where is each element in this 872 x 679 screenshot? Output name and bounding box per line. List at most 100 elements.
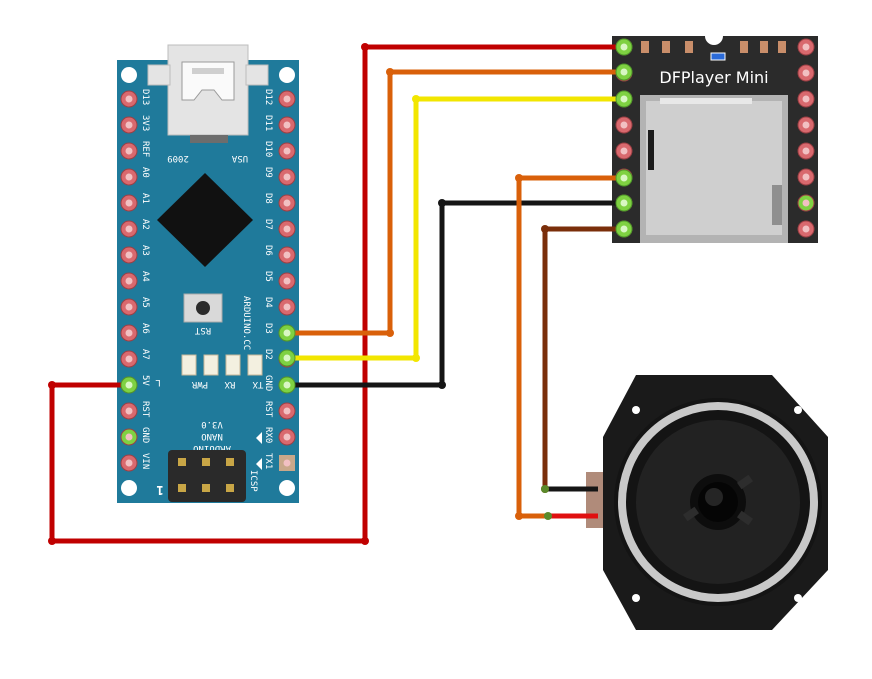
connected-pin[interactable] <box>615 63 633 81</box>
speaker-screw-hole <box>632 406 640 414</box>
icsp-label: ICSP <box>248 470 258 492</box>
dfplayer-pin-left[interactable] <box>615 116 633 134</box>
nano-pin-label: D4 <box>263 297 273 308</box>
dfplayer-pin-left[interactable] <box>615 142 633 160</box>
nano-pin-left-a5[interactable] <box>120 298 138 316</box>
wire-bendpoints <box>412 95 420 362</box>
connected-pin[interactable] <box>615 194 633 212</box>
nano-pin-right-d12[interactable] <box>278 90 296 108</box>
dfplayer-notch <box>705 27 723 45</box>
connected-pin[interactable] <box>278 376 296 394</box>
nano-pin-right-rx0[interactable] <box>278 428 296 446</box>
nano-mount-hole <box>279 67 295 83</box>
nano-pin-left-a2[interactable] <box>120 220 138 238</box>
nano-pin-label: RX0 <box>263 427 273 443</box>
nano-mount-hole <box>121 480 137 496</box>
dfplayer-pin-right[interactable] <box>797 38 815 56</box>
led-label-l: L <box>155 377 160 387</box>
nano-pin-label: D11 <box>263 115 273 131</box>
wire-bendpoints <box>48 43 369 545</box>
speaker-screw-hole <box>794 594 802 602</box>
nano-pin-right-d4[interactable] <box>278 298 296 316</box>
nano-pin-label: TX1 <box>263 453 273 469</box>
nano-pin-left-a0[interactable] <box>120 168 138 186</box>
nano-pin-label: D6 <box>263 245 273 256</box>
nano-pin-label: D9 <box>263 167 273 178</box>
led-label-tx: TX <box>252 379 263 389</box>
dfplayer-pin-right[interactable] <box>797 220 815 238</box>
nano-pin-left-ref[interactable] <box>120 142 138 160</box>
dfplayer-pin-right[interactable] <box>797 142 815 160</box>
reset-label: RST <box>194 325 211 335</box>
connected-pin[interactable] <box>120 376 138 394</box>
nano-pin-right-d5[interactable] <box>278 272 296 290</box>
brand-label: ARDUINO.CC <box>241 296 251 350</box>
nano-pin-label: A5 <box>140 297 150 308</box>
nano-pin-right-d9[interactable] <box>278 168 296 186</box>
speaker <box>586 375 828 630</box>
nano-pin-right-d8[interactable] <box>278 194 296 212</box>
nano-pin-right-rst[interactable] <box>278 402 296 420</box>
nano-pin-label: D12 <box>263 89 273 105</box>
nano-pin-right-d7[interactable] <box>278 220 296 238</box>
nano-pin-label: RST <box>140 401 150 418</box>
wire-bendpoints <box>386 68 523 520</box>
speaker-screw-hole <box>794 406 802 414</box>
nano-pin-label: D10 <box>263 141 273 157</box>
nano-pin-left-3v3[interactable] <box>120 116 138 134</box>
dfplayer-pin-right[interactable] <box>797 116 815 134</box>
wire-yellow-d2[interactable] <box>287 96 624 361</box>
nano-pin-label: A1 <box>140 193 150 204</box>
wire-black-gnd[interactable] <box>287 200 624 388</box>
wire-red-5v-vcc[interactable] <box>49 44 624 544</box>
connected-pin[interactable] <box>615 38 633 56</box>
connected-pin[interactable] <box>278 349 296 367</box>
dfplayer-pin-right[interactable] <box>797 168 815 186</box>
nano-mount-hole <box>121 67 137 83</box>
usb-year-label: 2009 <box>167 153 189 163</box>
nano-pin-label: REF <box>140 141 150 157</box>
usb-connector[interactable] <box>147 44 269 143</box>
icsp-header[interactable] <box>168 450 246 502</box>
wire-orange-d3[interactable] <box>287 69 624 336</box>
nano-pin-right-tx1[interactable] <box>279 455 295 471</box>
dfplayer-pin-right[interactable] <box>797 194 815 212</box>
connected-pin[interactable] <box>615 220 633 238</box>
nano-pin-left-a7[interactable] <box>120 350 138 368</box>
connected-pin[interactable] <box>615 90 633 108</box>
dfplayer-pin-right[interactable] <box>797 64 815 82</box>
nano-pin-left-a4[interactable] <box>120 272 138 290</box>
usb-country-label: USA <box>231 153 248 163</box>
nano-pin-label: A6 <box>140 323 150 334</box>
led-label-pwr: PWR <box>191 379 208 389</box>
nano-pin-left-a1[interactable] <box>120 194 138 212</box>
arduino-nano-board: 2009 USA RST ARDUINO.CC L PWR RX TX ARDU… <box>117 44 299 503</box>
nano-pin-label: D5 <box>263 271 273 282</box>
nano-pin-label: A3 <box>140 245 150 256</box>
nano-pin-left-vin[interactable] <box>120 454 138 472</box>
led-label-rx: RX <box>224 379 235 389</box>
nano-pin-label: RST <box>263 401 273 418</box>
dfplayer-pin-right[interactable] <box>797 90 815 108</box>
speaker-icon <box>682 474 754 530</box>
nano-pin-left-a3[interactable] <box>120 246 138 264</box>
nano-pin-left-rst[interactable] <box>120 402 138 420</box>
wire-orange-spk[interactable] <box>516 175 624 519</box>
nano-pin-right-d6[interactable] <box>278 246 296 264</box>
model-line-1: ARDUINO <box>193 443 231 453</box>
sd-card-slot[interactable] <box>640 95 788 243</box>
nano-pin-left-a6[interactable] <box>120 324 138 342</box>
nano-pin-right-d10[interactable] <box>278 142 296 160</box>
icsp-pin1-label: 1 <box>156 483 163 497</box>
reset-button[interactable] <box>183 293 223 323</box>
dfplayer-title: DFPlayer Mini <box>659 68 768 87</box>
connected-pin[interactable] <box>615 169 633 187</box>
nano-pin-left-d13[interactable] <box>120 90 138 108</box>
dfplayer-mini-module: DFPlayer Mini <box>612 27 818 243</box>
connected-pin[interactable] <box>278 324 296 342</box>
nano-mount-hole <box>279 480 295 496</box>
nano-pin-right-d11[interactable] <box>278 116 296 134</box>
nano-pin-left-gnd[interactable] <box>120 428 138 446</box>
